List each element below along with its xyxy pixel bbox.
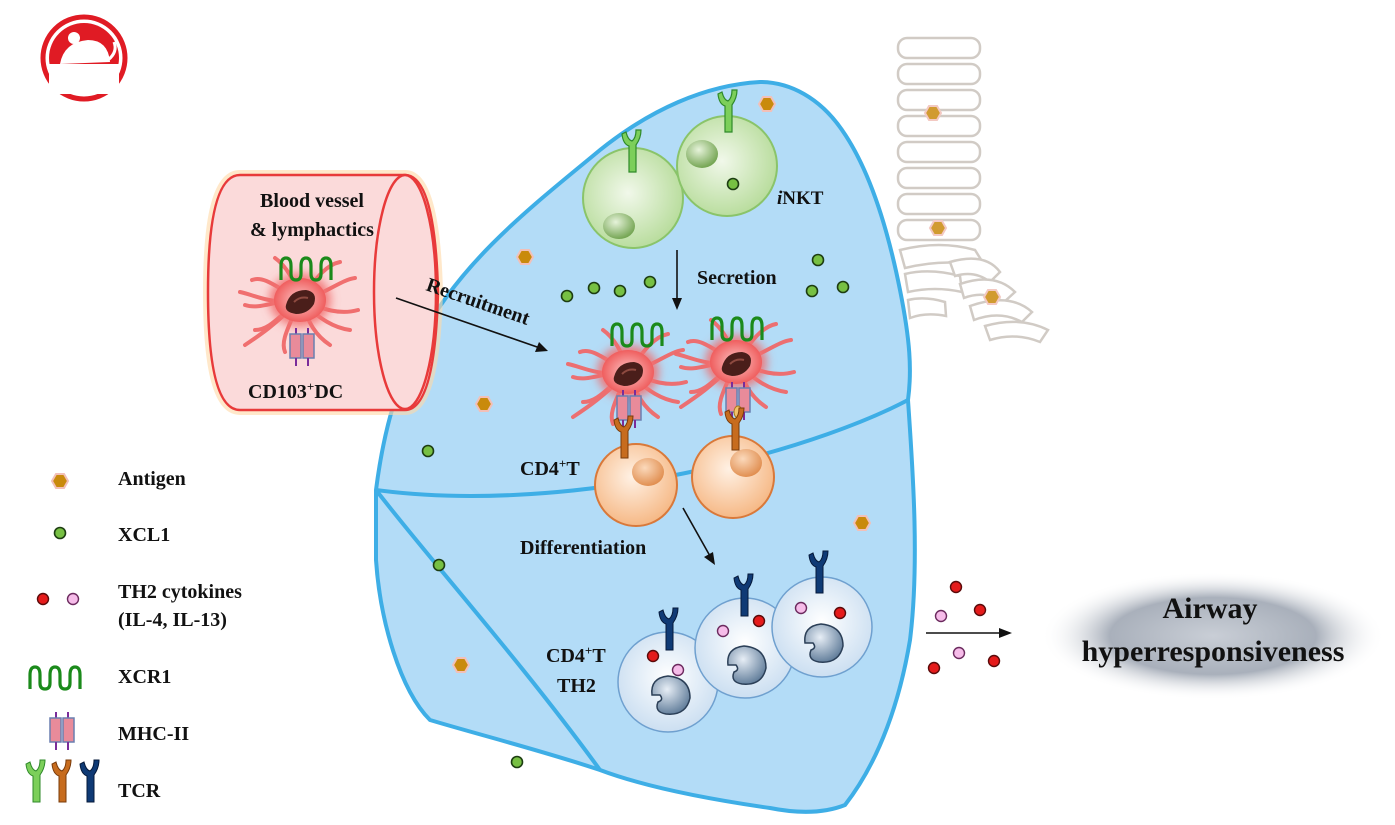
legend-tcr: TCR — [118, 780, 161, 802]
tcr-icon — [25, 759, 100, 803]
trachea-illustration — [896, 36, 1050, 344]
xcr1-icon — [28, 665, 82, 691]
recruitment-arrow — [395, 297, 548, 352]
antigen-icon — [51, 473, 69, 489]
legend: Antigen XCL1 TH2 cytokines (IL-4, IL-13)… — [25, 468, 242, 803]
ahr-arrow — [926, 628, 1012, 638]
th2-cell-label-line1: CD4+T — [546, 643, 606, 668]
differentiation-arrow — [682, 507, 715, 565]
secretion-label: Secretion — [697, 267, 777, 289]
inkt-label: iNKT — [777, 188, 824, 209]
vessel-label-line1: Blood vessel — [260, 190, 364, 212]
xcl1-icon — [53, 526, 67, 540]
legend-xcl1: XCL1 — [118, 524, 170, 546]
vessel-label-line2: & lymphactics — [250, 219, 374, 241]
secretion-arrow — [672, 250, 682, 310]
legend-th2-line1: TH2 cytokines — [118, 581, 242, 603]
cd4t-label: CD4+T — [520, 456, 580, 481]
legend-mhc: MHC-II — [118, 723, 189, 745]
th2-cells — [617, 550, 873, 733]
inkt-cells — [582, 89, 778, 249]
th2-cell-label-line2: TH2 — [557, 675, 596, 697]
th2-cytokine-icon — [36, 592, 50, 606]
legend-th2-line2: (IL-4, IL-13) — [118, 609, 227, 631]
legend-antigen: Antigen — [118, 468, 186, 490]
dc-label: CD103+DC — [248, 379, 343, 404]
ahr-label-line2: hyperresponsiveness — [1082, 635, 1345, 668]
mhc-ii-icon — [49, 711, 75, 751]
legend-xcr1: XCR1 — [118, 666, 171, 688]
mouse-logo-icon — [40, 14, 128, 102]
released-cytokines — [927, 580, 1001, 675]
ahr-ellipse — [1041, 572, 1385, 700]
cd4-t-cells — [594, 407, 775, 527]
differentiation-label: Differentiation — [520, 537, 646, 559]
ahr-label-line1: Airway — [1163, 592, 1258, 625]
